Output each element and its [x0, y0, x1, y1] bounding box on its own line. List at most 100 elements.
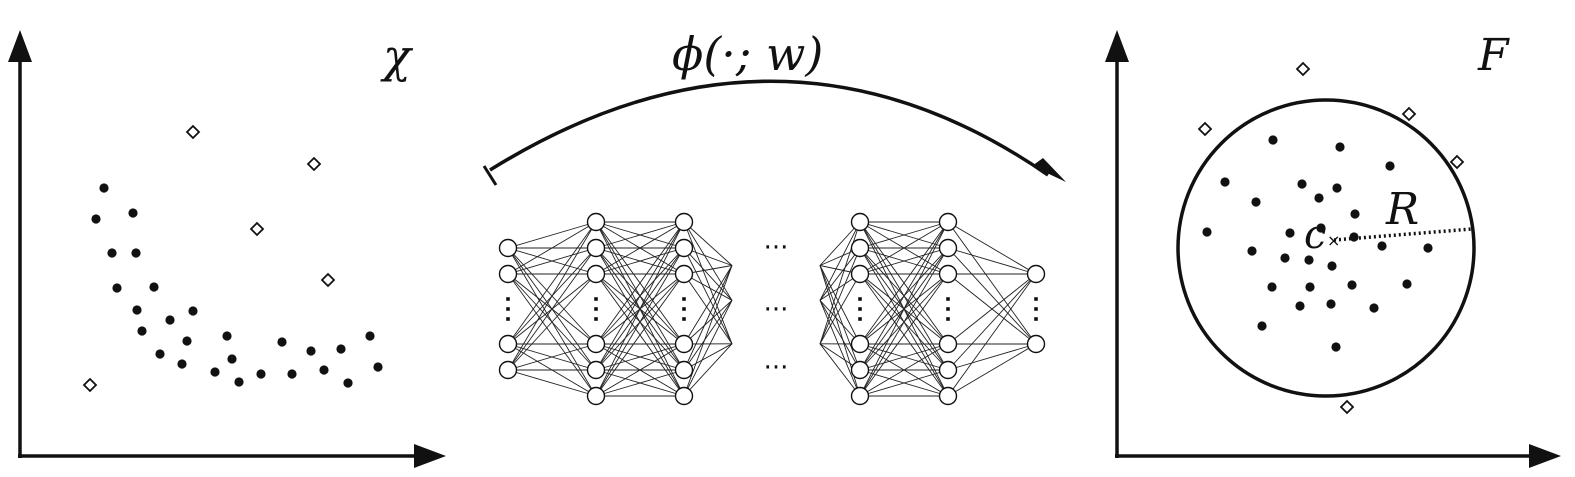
normal-point [1280, 253, 1290, 263]
normal-point [128, 208, 138, 218]
feature-space-label: F [1477, 30, 1510, 81]
network-edge [507, 221, 597, 371]
network-neuron [674, 264, 694, 284]
network-vertical-ellipsis-dot [506, 317, 510, 321]
normal-point [1377, 241, 1387, 251]
network-edge [595, 273, 685, 397]
normal-point [1347, 280, 1357, 290]
network-edge [683, 247, 733, 345]
input-space-axes [8, 30, 446, 468]
normal-point [177, 359, 187, 369]
network-vertical-ellipses [506, 297, 1038, 321]
normal-point [1285, 228, 1295, 238]
network-neuron [938, 238, 958, 258]
normal-point [1423, 243, 1433, 253]
normal-point [1305, 282, 1315, 292]
network-edge [947, 343, 1037, 397]
network-edge [595, 221, 685, 397]
radius-line [1333, 227, 1473, 242]
network-edge [507, 247, 597, 275]
network-edge [683, 221, 733, 301]
network-edge [595, 247, 685, 397]
normal-point [1304, 255, 1314, 265]
network-edge [507, 369, 597, 397]
normal-point [210, 367, 220, 377]
network-edge [819, 273, 861, 345]
network-vertical-ellipsis-dot [594, 297, 598, 301]
normal-point [1326, 299, 1336, 309]
network-edge [683, 247, 733, 301]
network-neuron [674, 238, 694, 258]
normal-point [155, 349, 165, 359]
normal-point [99, 183, 109, 193]
normal-point [256, 369, 266, 379]
network-horizontal-ellipses: ··· ··· ··· [764, 233, 789, 383]
network-neuron [674, 212, 694, 232]
network-edge [859, 247, 949, 275]
network-neuron [1026, 264, 1046, 284]
network-edge [595, 221, 685, 345]
normal-point [188, 306, 198, 316]
network-vertical-ellipsis-dot [946, 317, 950, 321]
normal-point [1267, 282, 1277, 292]
input-anomaly-points [82, 124, 336, 393]
network-ellipsis-top: ··· [764, 233, 789, 263]
network-edge [507, 273, 597, 397]
normal-point [1257, 321, 1267, 331]
feature-y-arrowhead [1105, 30, 1129, 62]
normal-point [1295, 301, 1305, 311]
network-edge [819, 247, 861, 301]
network-edge [683, 265, 733, 371]
normal-point [1220, 177, 1230, 187]
normal-point [1327, 261, 1337, 271]
mapping-arrow: ϕ(·; w) [482, 27, 1066, 186]
network-neuron [938, 264, 958, 284]
anomaly-point [82, 377, 98, 393]
radius-label: R [1385, 184, 1419, 235]
network-edge [859, 343, 949, 371]
network-edge [507, 221, 597, 249]
network-edge [507, 343, 597, 371]
anomaly-point [1449, 154, 1465, 170]
network-neuron [674, 360, 694, 380]
network-neuron [938, 360, 958, 380]
network-edge [683, 265, 733, 345]
anomaly-point [320, 272, 336, 288]
network-edge [859, 369, 949, 397]
network-edge [947, 221, 1037, 275]
normal-point [1247, 246, 1257, 256]
network-edge [859, 221, 949, 275]
network-vertical-ellipsis-dot [1034, 307, 1038, 311]
network-edge [507, 221, 597, 345]
input-normal-points [91, 183, 383, 388]
network-edge [595, 369, 685, 397]
network-edge [595, 343, 685, 371]
input-space-label: χ [380, 29, 414, 83]
network-vertical-ellipsis-dot [946, 307, 950, 311]
network-edge [683, 299, 733, 345]
normal-point [227, 354, 237, 364]
network-neuron [586, 386, 606, 406]
normal-point [1297, 179, 1307, 189]
normal-point [336, 344, 346, 354]
normal-point [91, 214, 101, 224]
network-vertical-ellipsis-dot [506, 297, 510, 301]
normal-point [1332, 183, 1342, 193]
network-vertical-ellipsis-dot [858, 307, 862, 311]
normal-point [1335, 142, 1345, 152]
network-edge [595, 343, 685, 397]
network-edge [859, 221, 949, 371]
network-neuron [850, 386, 870, 406]
network-neuron [586, 212, 606, 232]
network-vertical-ellipsis-dot [1034, 297, 1038, 301]
normal-point [165, 315, 175, 325]
network-edge [947, 273, 1037, 345]
network-edge [683, 343, 733, 397]
feature-space-axes [1105, 30, 1561, 468]
network-edge [595, 221, 685, 275]
network-edge [859, 247, 949, 397]
network-neuron [850, 212, 870, 232]
normal-point [222, 331, 232, 341]
network-neuron [850, 238, 870, 258]
network-neuron [498, 334, 518, 354]
